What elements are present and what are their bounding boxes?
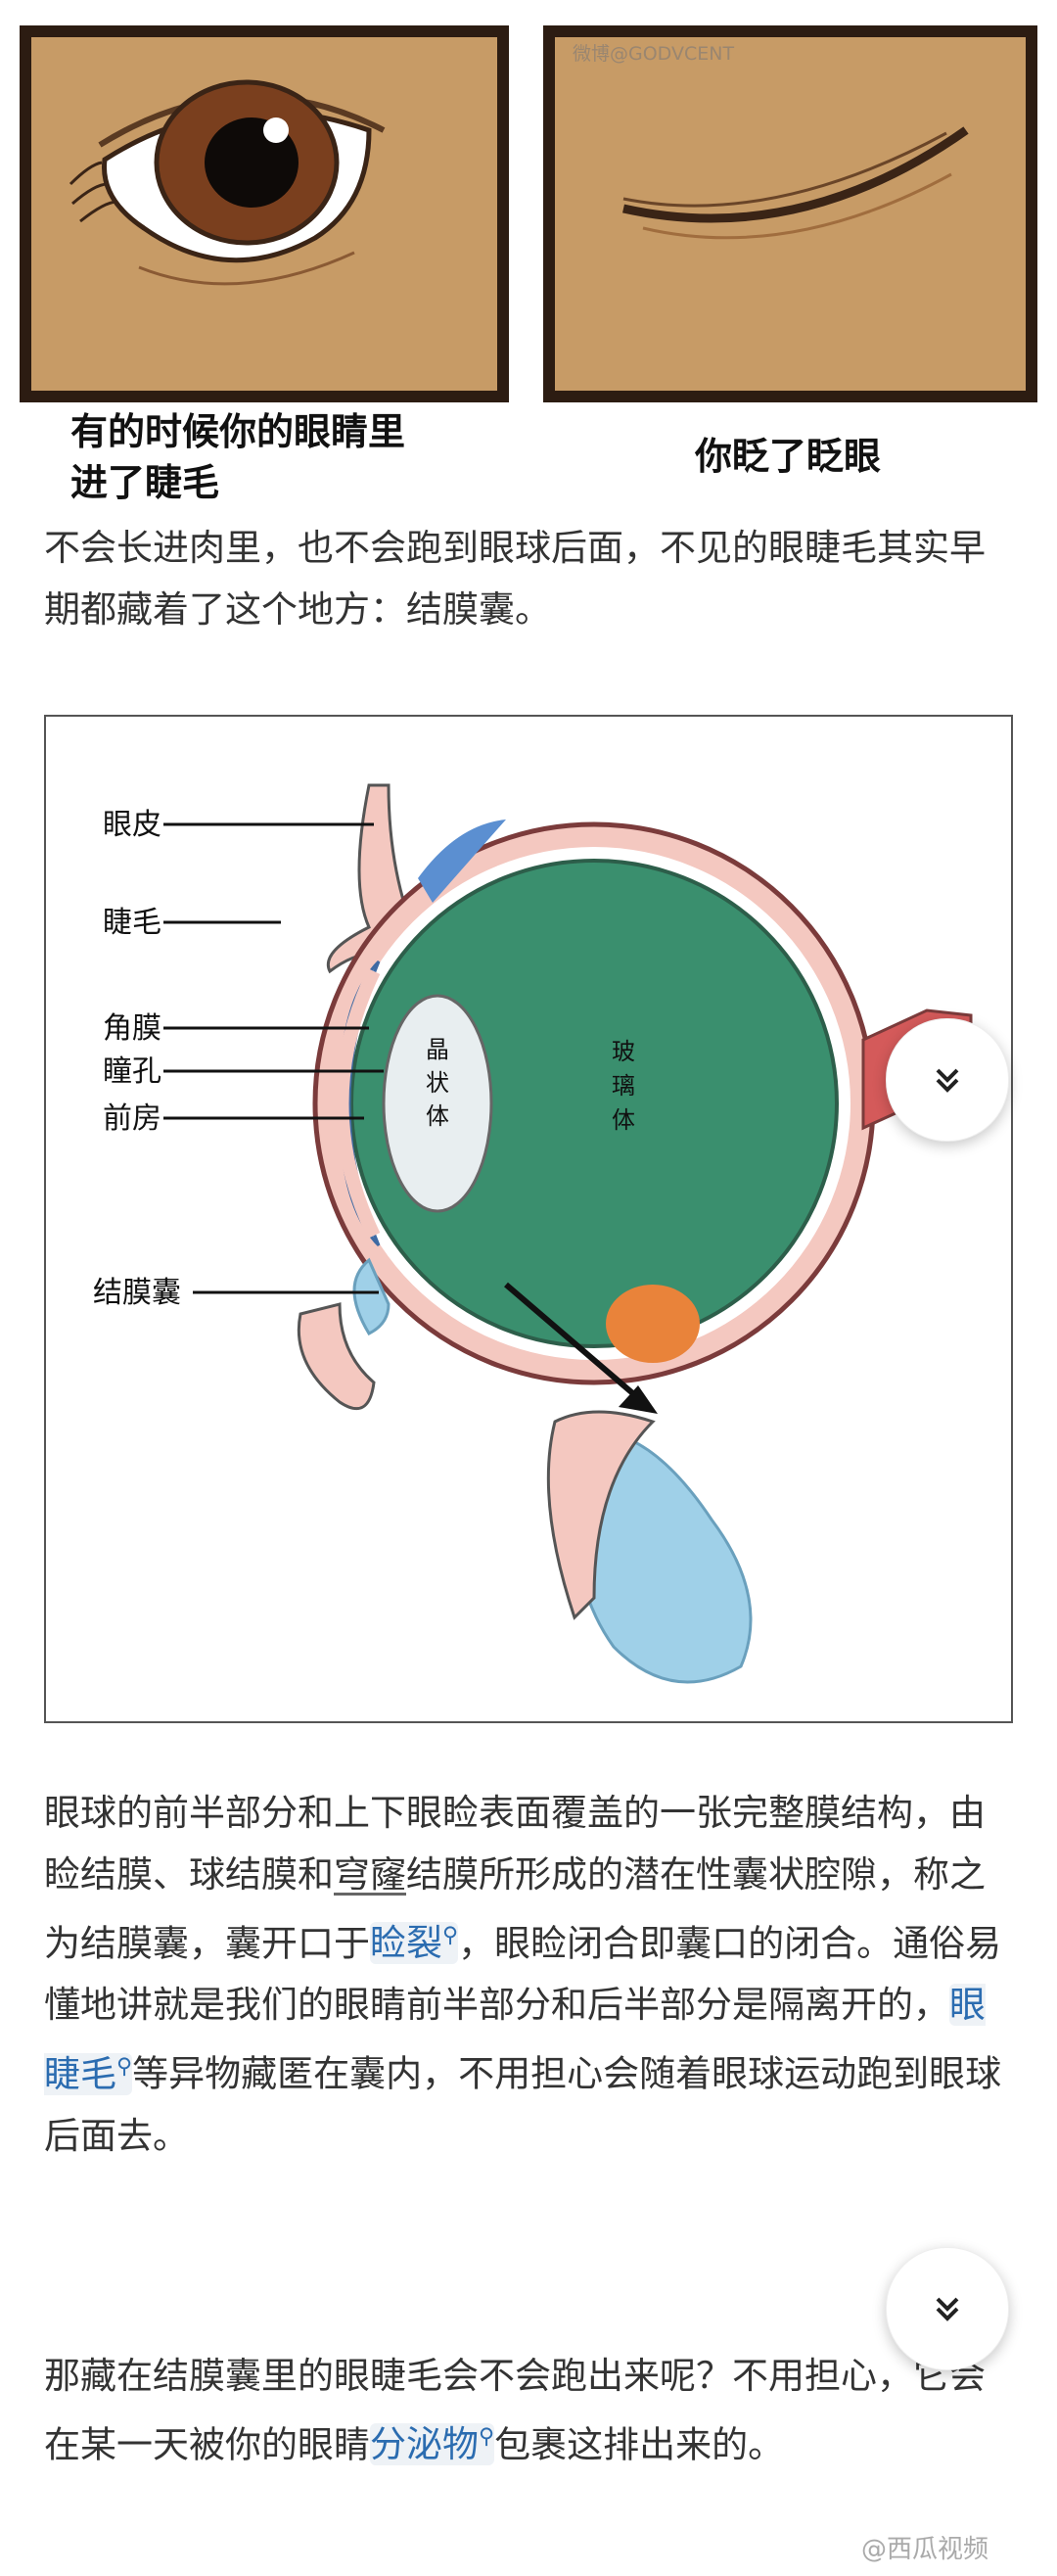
label-vitreous-3: 体 bbox=[612, 1106, 635, 1134]
paragraph-conclusion: 那藏在结膜囊里的眼睫毛会不会跑出来呢？不用担心，它会在某一天被你的眼睛分泌物⚲包… bbox=[44, 2345, 1013, 2475]
label-lens-3: 体 bbox=[426, 1102, 449, 1130]
p2-text-c: 结膜所形成的潜在性囊状腔隙，称之为结膜囊，囊开口于 bbox=[44, 1853, 986, 1965]
scroll-down-button[interactable] bbox=[886, 1018, 1009, 1142]
comic-watermark: 微博@GODVCENT bbox=[573, 43, 735, 65]
comic-panel-closed-eye bbox=[543, 25, 1037, 402]
open-eye-illustration bbox=[69, 79, 386, 286]
label-conjunctival-sac: 结膜囊 bbox=[93, 1276, 181, 1310]
p3-text-a: 那藏在结膜囊里的眼睫毛会不会跑出来呢？不用担心，它会在某一天被你的眼睛 bbox=[44, 2355, 986, 2466]
double-chevron-down-icon bbox=[936, 2297, 959, 2321]
closed-eye-illustration bbox=[622, 126, 969, 240]
weibo-watermark: @西瓜视频 bbox=[861, 2535, 989, 2564]
p2-text-a: 眼球的前半部分和上下眼睑表面覆盖的一张完整膜结构，由睑结膜、球结膜和 bbox=[44, 1792, 986, 1896]
label-vitreous-1: 玻 bbox=[612, 1038, 635, 1065]
comic-strip: 微博@GODVCENT 有的时候你的眼睛里 进了睫毛 你眨了眨眼 bbox=[0, 0, 1057, 509]
eye-anatomy-svg: 眼皮 睫毛 角膜 瞳孔 前房 结膜囊 晶 状 体 玻 璃 体 知乎 @白龙马 bbox=[93, 783, 973, 1693]
label-cornea: 角膜 bbox=[103, 1011, 161, 1046]
double-chevron-down-icon bbox=[936, 1068, 959, 1093]
label-vitreous-2: 璃 bbox=[612, 1072, 635, 1100]
label-eyelid: 眼皮 bbox=[103, 808, 161, 842]
search-icon[interactable]: ⚲ bbox=[442, 1924, 459, 1948]
paragraph-explanation: 眼球的前半部分和上下眼睑表面覆盖的一张完整膜结构，由睑结膜、球结膜和穹窿结膜所形… bbox=[44, 1782, 1013, 2167]
link-secretion-label[interactable]: 分泌物 bbox=[370, 2423, 479, 2466]
p3-text-b: 包裹这排出来的。 bbox=[494, 2423, 785, 2466]
label-lens-2: 状 bbox=[426, 1069, 449, 1097]
search-icon[interactable]: ⚲ bbox=[116, 2054, 133, 2080]
scroll-down-button-lower[interactable] bbox=[886, 2247, 1009, 2370]
comic-caption-left-line1: 有的时候你的眼睛里 bbox=[70, 410, 406, 453]
label-eyelash: 睫毛 bbox=[103, 906, 161, 940]
label-anterior-chamber: 前房 bbox=[103, 1101, 161, 1136]
link-palpebral-fissure-label[interactable]: 睑裂 bbox=[370, 1922, 442, 1965]
diagram-watermark: 知乎 @白龙马 bbox=[809, 1663, 970, 1693]
eye-anatomy-diagram: 眼皮 睫毛 角膜 瞳孔 前房 结膜囊 晶 状 体 玻 璃 体 知乎 @白龙马 bbox=[44, 715, 1013, 1723]
label-pupil: 瞳孔 bbox=[103, 1054, 161, 1089]
search-icon[interactable]: ⚲ bbox=[479, 2425, 495, 2450]
label-lens-1: 晶 bbox=[426, 1036, 449, 1063]
link-eyelash-label[interactable]: 眼睫毛 bbox=[44, 1984, 986, 2095]
comic-panel-open-eye bbox=[20, 25, 509, 402]
comic-caption-right: 你眨了眨眼 bbox=[695, 435, 882, 478]
link-palpebral-fissure[interactable]: 睑裂⚲ bbox=[370, 1922, 459, 1965]
paragraph-intro: 不会长进肉里，也不会跑到眼球后面，不见的眼睫毛其实早期都藏着了这个地方：结膜囊。 bbox=[44, 527, 986, 631]
p2-text-e: 等异物藏匿在囊内，不用担心会随着眼球运动跑到眼球后面去。 bbox=[44, 2052, 1002, 2157]
p2-text-b: 穹窿 bbox=[334, 1853, 406, 1896]
p2-text-d: ，眼睑闭合即囊口的闭合。通俗易懂地讲就是我们的眼睛前半部分和后半部分是隔离开的， bbox=[44, 1922, 1002, 2027]
comic-caption-left: 有的时候你的眼睛里 进了睫毛 bbox=[70, 406, 521, 508]
comic-caption-left-line2: 进了睫毛 bbox=[70, 461, 220, 504]
link-secretion[interactable]: 分泌物⚲ bbox=[370, 2423, 495, 2466]
